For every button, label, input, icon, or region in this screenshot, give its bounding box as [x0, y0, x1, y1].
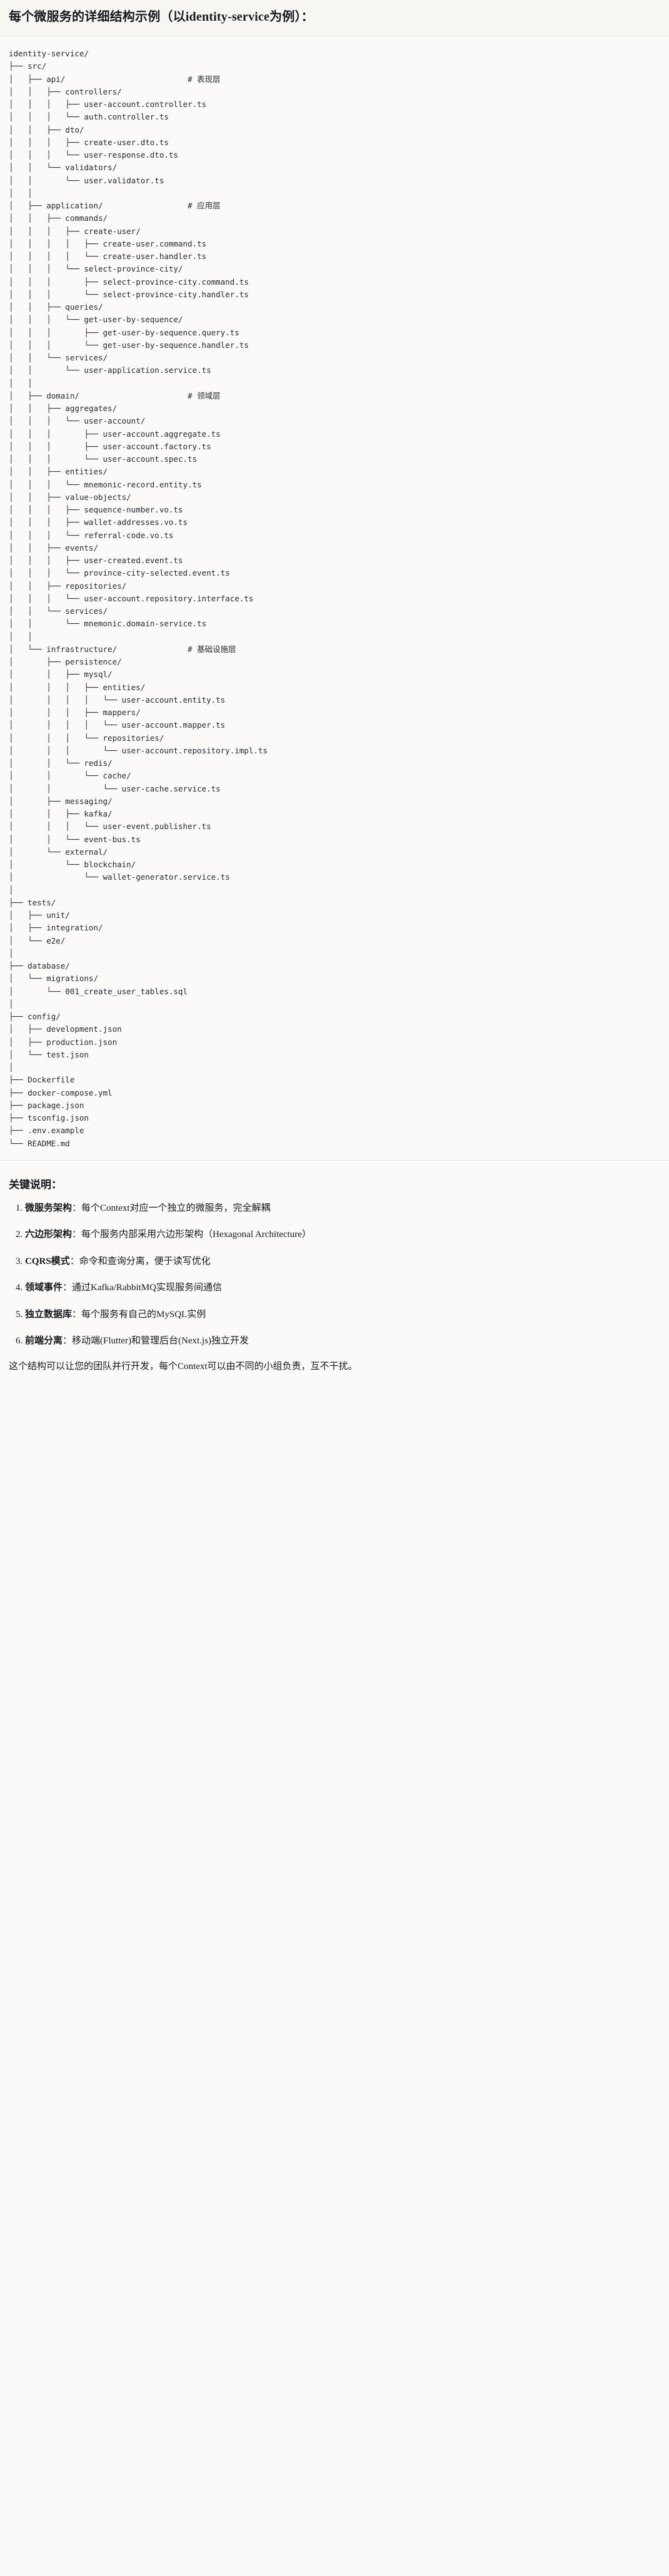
directory-tree: identity-service/ ├── src/ │ ├── api/ # …: [9, 49, 268, 1148]
list-item: CQRS模式：命令和查询分离，便于读写优化: [25, 1255, 660, 1269]
note-desc: ：命令和查询分离，便于读写优化: [69, 1256, 211, 1266]
list-item: 领域事件：通过Kafka/RabbitMQ实现服务间通信: [25, 1281, 660, 1295]
note-desc: ：每个服务内部采用六边形架构（Hexagonal Architecture）: [72, 1229, 311, 1240]
note-term: 领域事件: [25, 1283, 63, 1293]
directory-tree-section: identity-service/ ├── src/ │ ├── api/ # …: [0, 36, 669, 1160]
closing-note: 这个结构可以让您的团队并行开发，每个Context可以由不同的小组负责，互不干扰…: [9, 1361, 358, 1372]
note-term: 独立数据库: [25, 1309, 73, 1320]
key-notes-title: 关键说明：: [9, 1178, 62, 1191]
list-item: 六边形架构：每个服务内部采用六边形架构（Hexagonal Architectu…: [25, 1228, 660, 1242]
document-page: 每个微服务的详细结构示例（以identity-service为例）： ident…: [0, 0, 669, 1385]
note-desc: ：每个Context对应一个独立的微服务，完全解耦: [72, 1203, 271, 1213]
key-notes-list: 微服务架构：每个Context对应一个独立的微服务，完全解耦 六边形架构：每个服…: [9, 1201, 660, 1348]
note-term: 前端分离: [25, 1336, 63, 1347]
note-desc: ：移动端(Flutter)和管理后台(Next.js)独立开发: [63, 1336, 249, 1347]
note-desc: ：通过Kafka/RabbitMQ实现服务间通信: [63, 1283, 222, 1293]
note-term: CQRS模式: [25, 1256, 70, 1266]
list-item: 微服务架构：每个Context对应一个独立的微服务，完全解耦: [25, 1201, 660, 1216]
note-term: 六边形架构: [25, 1229, 73, 1240]
list-item: 前端分离：移动端(Flutter)和管理后台(Next.js)独立开发: [25, 1334, 660, 1348]
title-section: 每个微服务的详细结构示例（以identity-service为例）：: [0, 0, 669, 36]
key-notes-section: 关键说明： 微服务架构：每个Context对应一个独立的微服务，完全解耦 六边形…: [0, 1159, 669, 1385]
note-desc: ：每个服务有自己的MySQL实例: [72, 1309, 206, 1320]
list-item: 独立数据库：每个服务有自己的MySQL实例: [25, 1308, 660, 1322]
page-title: 每个微服务的详细结构示例（以identity-service为例）：: [9, 10, 314, 24]
note-term: 微服务架构: [25, 1203, 73, 1213]
